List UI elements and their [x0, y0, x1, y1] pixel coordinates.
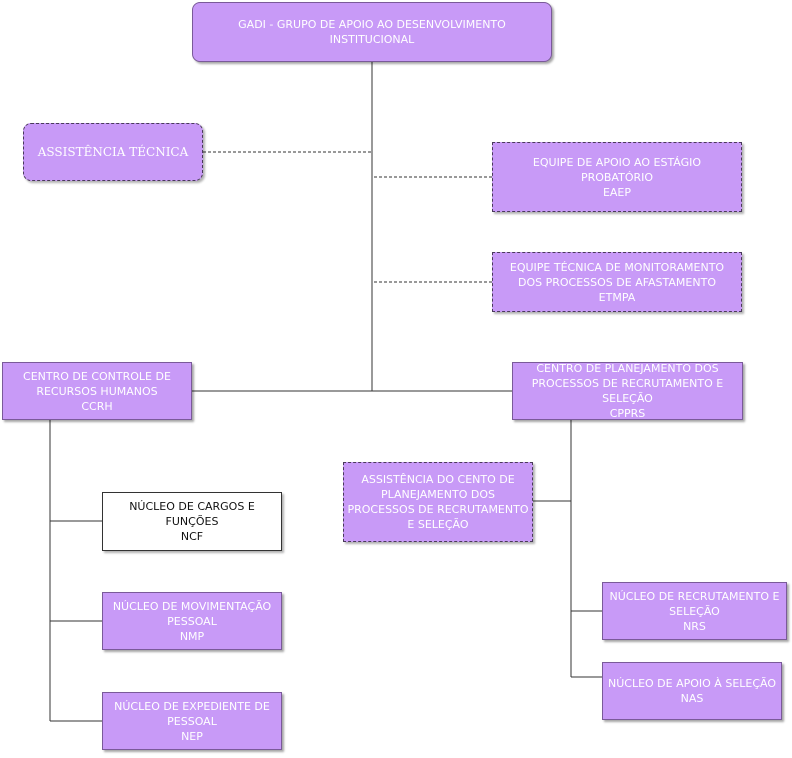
node-nas-line-1: NÚCLEO DE APOIO À SELEÇÃO — [607, 677, 777, 690]
node-nmp-line-1: NÚCLEO DE MOVIMENTAÇÃO — [112, 599, 272, 613]
node-assistencia-tecnica-line-1: ASSISTÊNCIA TÉCNICA — [37, 144, 189, 159]
node-ccrh: CENTRO DE CONTROLE DE RECURSOS HUMANOS C… — [2, 362, 192, 420]
node-nas-line-2: NAS — [680, 692, 704, 705]
node-cpprs-line-4: CPPRS — [609, 407, 646, 420]
node-assistencia-centro-line-1: ASSISTÊNCIA DO CENTO DE — [361, 473, 515, 486]
node-gadi: GADI - GRUPO DE APOIO AO DESENVOLVIMENTO… — [192, 2, 552, 62]
node-eaep-line-3: EAEP — [602, 185, 632, 199]
node-assistencia-centro: ASSISTÊNCIA DO CENTO DE PLANEJAMENTO DOS… — [343, 462, 533, 542]
node-nmp: NÚCLEO DE MOVIMENTAÇÃO PESSOAL NMP — [102, 592, 282, 650]
node-nrs-line-2: SELEÇÃO — [669, 604, 720, 618]
node-etmpa: EQUIPE TÉCNICA DE MONITORAMENTO DOS PROC… — [492, 252, 742, 312]
node-cpprs-line-1: CENTRO DE PLANEJAMENTO DOS — [536, 362, 719, 375]
node-ncf-line-2: FUNÇÕES — [165, 515, 219, 528]
node-eaep-line-1: EQUIPE DE APOIO AO ESTÁGIO — [532, 155, 702, 169]
node-ccrh-line-3: CCRH — [81, 399, 113, 413]
node-gadi-line-2: INSTITUCIONAL — [329, 33, 415, 46]
node-nep-line-3: NEP — [181, 729, 203, 743]
node-eaep-line-2: PROBATÓRIO — [580, 170, 654, 184]
node-assistencia-tecnica: ASSISTÊNCIA TÉCNICA — [23, 123, 203, 181]
node-nrs-line-3: NRS — [683, 619, 706, 633]
node-nmp-line-2: PESSOAL — [167, 614, 217, 628]
node-assistencia-centro-line-3: PROCESSOS DE RECRUTAMENTO — [347, 503, 529, 516]
node-nmp-line-3: NMP — [179, 629, 205, 643]
node-etmpa-line-2: DOS PROCESSOS DE AFASTAMENTO — [518, 275, 716, 289]
node-assistencia-centro-line-2: PLANEJAMENTO DOS — [381, 488, 495, 501]
node-cpprs: CENTRO DE PLANEJAMENTO DOS PROCESSOS DE … — [512, 362, 743, 420]
node-ncf-line-1: NÚCLEO DE CARGOS E — [129, 500, 255, 513]
node-assistencia-centro-line-4: E SELEÇÃO — [407, 518, 469, 531]
node-eaep: EQUIPE DE APOIO AO ESTÁGIO PROBATÓRIO EA… — [492, 142, 742, 212]
node-gadi-line-1: GADI - GRUPO DE APOIO AO DESENVOLVIMENTO — [238, 18, 506, 31]
node-ccrh-line-1: CENTRO DE CONTROLE DE — [23, 369, 171, 383]
node-ncf-line-3: NCF — [180, 530, 204, 543]
node-cpprs-line-2: PROCESSOS DE RECRUTAMENTO E — [531, 377, 724, 390]
node-nep: NÚCLEO DE EXPEDIENTE DE PESSOAL NEP — [102, 692, 282, 750]
node-nrs: NÚCLEO DE RECRUTAMENTO E SELEÇÃO NRS — [602, 582, 787, 640]
node-nas: NÚCLEO DE APOIO À SELEÇÃO NAS — [602, 662, 782, 720]
node-nrs-line-1: NÚCLEO DE RECRUTAMENTO E — [609, 589, 780, 603]
node-ncf: NÚCLEO DE CARGOS E FUNÇÕES NCF — [102, 492, 282, 551]
node-ccrh-line-2: RECURSOS HUMANOS — [36, 384, 158, 398]
node-nep-line-1: NÚCLEO DE EXPEDIENTE DE — [114, 699, 270, 713]
node-cpprs-line-3: SELEÇÃO — [602, 392, 653, 405]
node-etmpa-line-3: ETMPA — [598, 290, 636, 304]
node-etmpa-line-1: EQUIPE TÉCNICA DE MONITORAMENTO — [509, 260, 725, 274]
node-nep-line-2: PESSOAL — [167, 714, 217, 728]
